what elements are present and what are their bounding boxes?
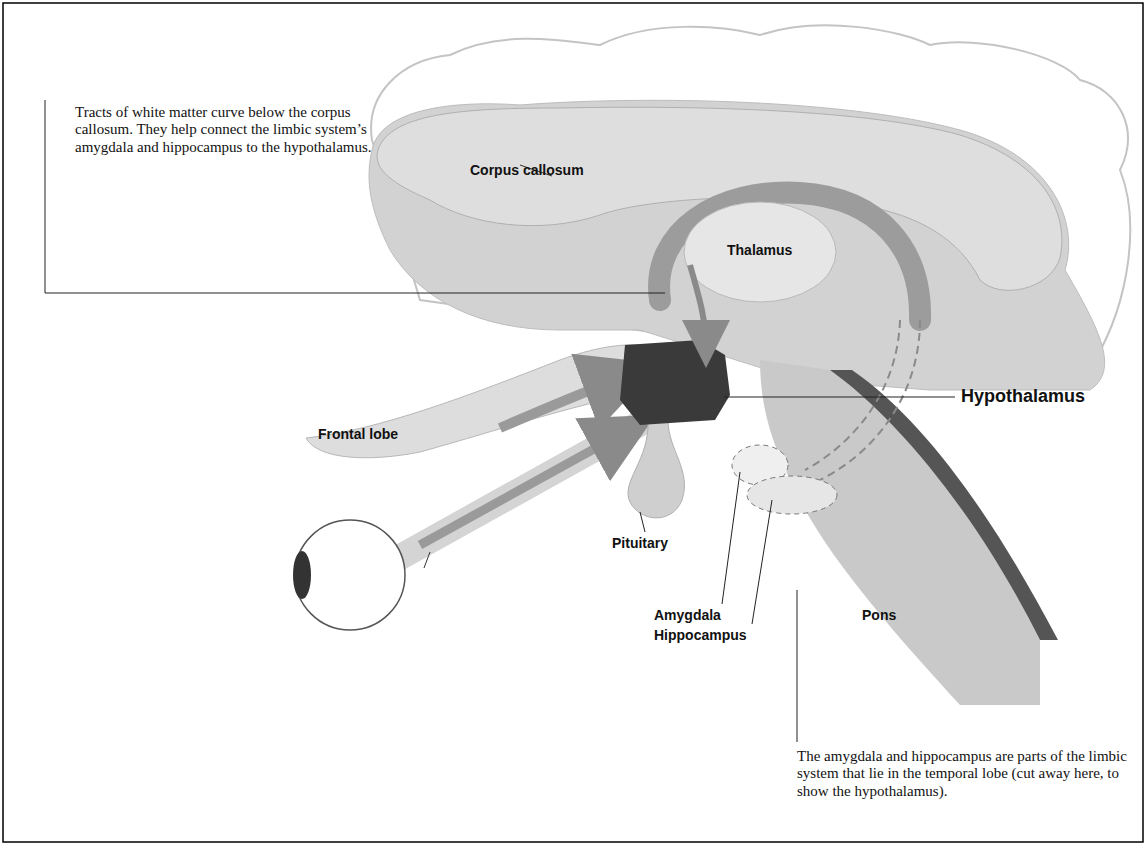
callout-note: Tracts of white matter curve below the c… bbox=[75, 104, 375, 156]
callout-note: The amygdala and hippocampus are parts o… bbox=[797, 748, 1127, 800]
part-name: Amygdala bbox=[654, 608, 721, 623]
part-name: Hypothalamus bbox=[961, 387, 1085, 407]
part-name: Frontal lobe bbox=[318, 427, 398, 442]
part-name: Pons bbox=[862, 608, 896, 623]
part-name: Corpus callosum bbox=[470, 163, 584, 178]
part-name: Pituitary bbox=[612, 536, 668, 551]
part-name: Hippocampus bbox=[654, 628, 747, 643]
part-name: Thalamus bbox=[727, 243, 792, 258]
